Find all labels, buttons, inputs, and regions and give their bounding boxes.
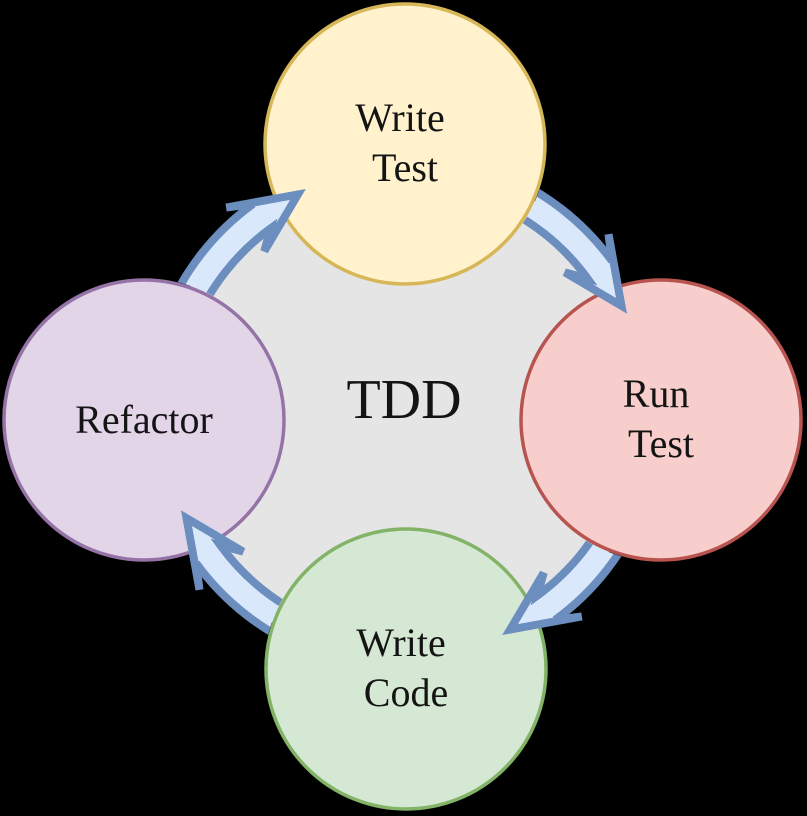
run-test-label-line2: Test (628, 421, 694, 466)
write-test-circle (263, 2, 547, 286)
run-test-label: Run Test (623, 371, 700, 466)
arrow-run-test-to-write-code-icon (502, 491, 648, 635)
tdd-center-label: TDD (346, 369, 461, 431)
write-test-label-line1: Write (355, 95, 444, 140)
write-code-circle (264, 527, 548, 811)
run-test-label-line1: Run (623, 371, 690, 416)
run-test-circle (519, 278, 803, 562)
arrow-write-test-to-run-test-icon (483, 168, 627, 314)
write-code-label-line1: Write (356, 620, 445, 665)
write-test-label: Write Test (355, 95, 454, 190)
write-test-label-line2: Test (372, 145, 438, 190)
write-code-label-line2: Code (364, 670, 448, 715)
refactor-label: Refactor (75, 397, 213, 442)
arrow-refactor-to-write-test-icon (160, 189, 306, 333)
write-code-label: Write Code (356, 620, 455, 715)
arrow-write-code-to-refactor-icon (181, 510, 325, 656)
refactor-circle (2, 278, 286, 562)
center-background-circle (156, 164, 652, 660)
